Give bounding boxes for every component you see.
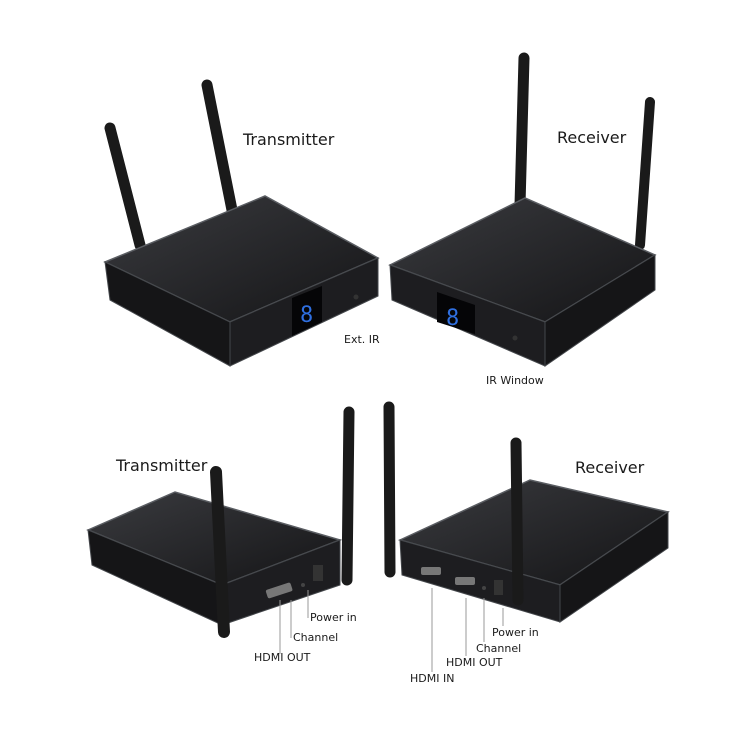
channel-button (482, 586, 486, 590)
channel-button (301, 583, 305, 587)
ext-ir-label: Ext. IR (344, 333, 380, 346)
transmitter-rear-device (86, 406, 355, 654)
hdmi-out-port (455, 577, 475, 585)
ir-window-label: IR Window (486, 374, 544, 387)
antenna (341, 406, 355, 586)
transmitter-front-device: 8 (103, 79, 380, 367)
receiver-rear-label: Receiver (575, 458, 645, 477)
hdmi-in-port (421, 567, 441, 575)
hdmi-out-port (265, 582, 293, 599)
receiver-rear-device (383, 401, 670, 672)
tx-hdmi-out-label: HDMI OUT (254, 651, 311, 664)
transmitter-rear-label: Transmitter (116, 456, 208, 475)
tx-channel-label: Channel (293, 631, 339, 644)
power-in-port (313, 565, 323, 581)
ext-ir-port (353, 294, 359, 300)
antenna (383, 401, 396, 578)
rx-channel-label: Channel (476, 642, 522, 655)
antenna (635, 97, 655, 250)
rx-power-in-label: Power in (492, 626, 539, 639)
ir-window (512, 335, 518, 341)
led-display (292, 286, 322, 336)
led-display (437, 292, 475, 334)
rx-hdmi-out-label: HDMI OUT (446, 656, 503, 669)
antenna (514, 52, 530, 211)
antenna (210, 466, 230, 638)
power-in-port (494, 580, 503, 595)
receiver-front-device: 8 (388, 52, 657, 367)
receiver-label: Receiver (557, 128, 627, 147)
antenna (201, 79, 239, 221)
display-digit: 8 (300, 303, 313, 328)
transmitter-label: Transmitter (243, 130, 335, 149)
antenna (104, 122, 146, 251)
antenna (510, 437, 524, 606)
rx-hdmi-in-label: HDMI IN (410, 672, 455, 685)
display-digit: 8 (446, 306, 459, 331)
tx-power-in-label: Power in (310, 611, 357, 624)
